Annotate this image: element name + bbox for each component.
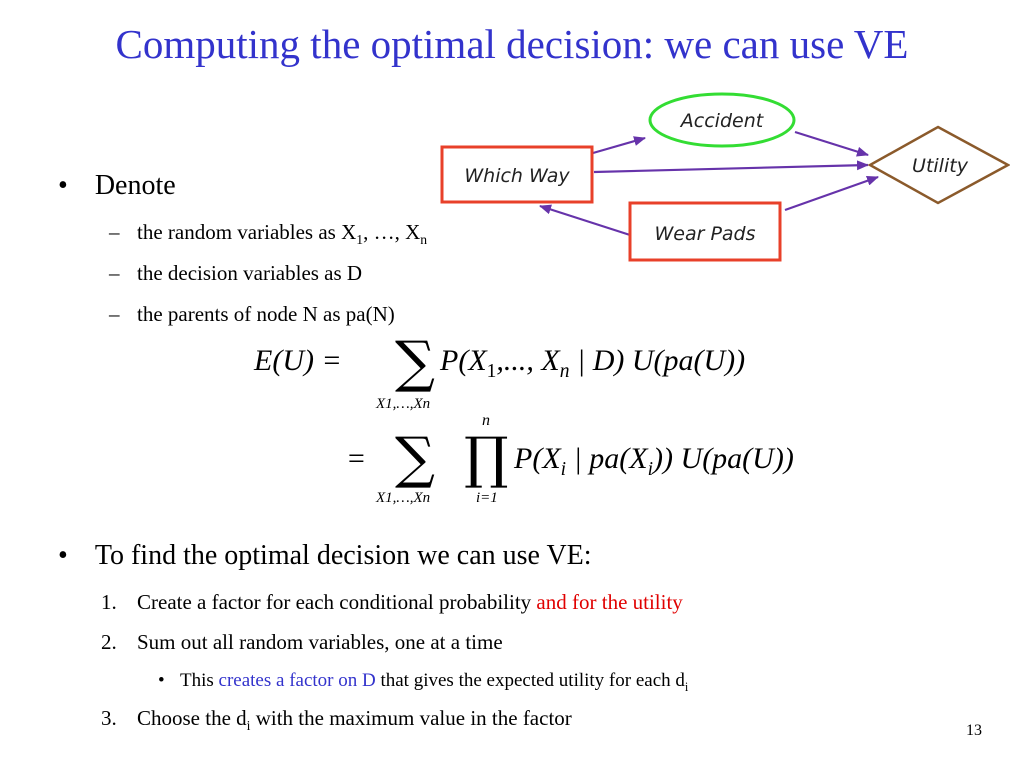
find-heading: To find the optimal decision we can use … xyxy=(94,540,592,571)
dash: – xyxy=(109,220,120,244)
denote-item-decision-vars: – the decision variables as D xyxy=(109,261,363,286)
denote-heading: Denote xyxy=(94,170,176,201)
accident-node xyxy=(648,92,796,148)
accident-label: Accident xyxy=(679,110,765,132)
text: Create a factor for each conditional pro… xyxy=(137,590,537,614)
highlight-red: and for the utility xyxy=(536,590,683,614)
arrow-wearpads-whichway xyxy=(539,204,631,237)
bullet-mark: • xyxy=(58,170,68,201)
sum-symbol: ∑ xyxy=(395,330,435,395)
dash: – xyxy=(109,261,120,285)
utility-node xyxy=(867,125,1010,205)
step-2: 2. Sum out all random variables, one at … xyxy=(101,630,503,655)
wear-pads-label: Wear Pads xyxy=(654,223,755,245)
subscript: 1 xyxy=(356,232,364,248)
subscript: n xyxy=(420,232,428,248)
arrow-whichway-utility xyxy=(593,160,869,174)
which-way-label: Which Way xyxy=(464,165,570,187)
step-2-sub: • This creates a factor on D that gives … xyxy=(158,670,689,695)
which-way-node xyxy=(440,145,594,204)
step-1: 1. Create a factor for each conditional … xyxy=(101,590,683,615)
arrow-whichway-accident xyxy=(592,136,646,155)
text: with the maximum value in the factor xyxy=(250,706,572,730)
bullet-mark: • xyxy=(58,540,68,571)
eq-lhs: E(U) = xyxy=(254,344,342,377)
decision-network-diagram: Accident Which Way Wear Pads Utility xyxy=(440,92,1010,262)
text: the parents of node N as pa(N) xyxy=(137,302,395,326)
step-3: 3. Choose the di with the maximum value … xyxy=(101,706,572,734)
bullet-denote: • Denote xyxy=(58,170,176,202)
bullet-mark: • xyxy=(158,670,165,691)
bullet-find-optimal: • To find the optimal decision we can us… xyxy=(58,540,592,572)
denote-item-random-vars: – the random variables as X1, …, Xn xyxy=(109,220,428,248)
step-number: 3. xyxy=(101,706,117,730)
subscript: i xyxy=(684,679,689,694)
sum-index-1: X1,…,Xn xyxy=(376,396,431,412)
expected-utility-equation: E(U) = ∑ P(X1,..., Xn | D) U(pa(U)) X1,…… xyxy=(250,330,950,510)
text: Choose the d xyxy=(137,706,247,730)
text: Sum out all random variables, one at a t… xyxy=(137,630,503,654)
product-symbol: ∏ xyxy=(464,426,509,491)
eq2-equals: = xyxy=(346,442,367,475)
step-number: 2. xyxy=(101,630,117,654)
text: This xyxy=(180,670,219,691)
sum-symbol: ∑ xyxy=(395,426,435,491)
utility-label: Utility xyxy=(912,155,969,177)
text: , …, X xyxy=(363,220,421,244)
eq-line2-body: P(Xi | pa(Xi)) U(pa(U)) xyxy=(514,442,794,480)
text: the random variables as X xyxy=(137,220,357,244)
prod-top: n xyxy=(482,412,490,429)
text: that gives the expected utility for each… xyxy=(375,670,685,691)
page-number: 13 xyxy=(966,722,982,739)
dash: – xyxy=(109,302,120,326)
arrow-wearpads-utility xyxy=(784,175,879,212)
subscript: i xyxy=(246,718,251,734)
prod-bottom: i=1 xyxy=(476,490,498,506)
eq-line1-body: P(X1,..., Xn | D) U(pa(U)) xyxy=(440,344,746,382)
highlight-blue: creates a factor on D xyxy=(218,670,376,691)
sum-index-2: X1,…,Xn xyxy=(376,490,431,506)
wear-pads-node xyxy=(628,201,782,262)
text: the decision variables as D xyxy=(137,261,363,285)
denote-item-parents: – the parents of node N as pa(N) xyxy=(109,302,395,327)
arrow-accident-utility xyxy=(794,130,869,157)
slide-title: Computing the optimal decision: we can u… xyxy=(115,21,909,67)
step-number: 1. xyxy=(101,590,117,614)
